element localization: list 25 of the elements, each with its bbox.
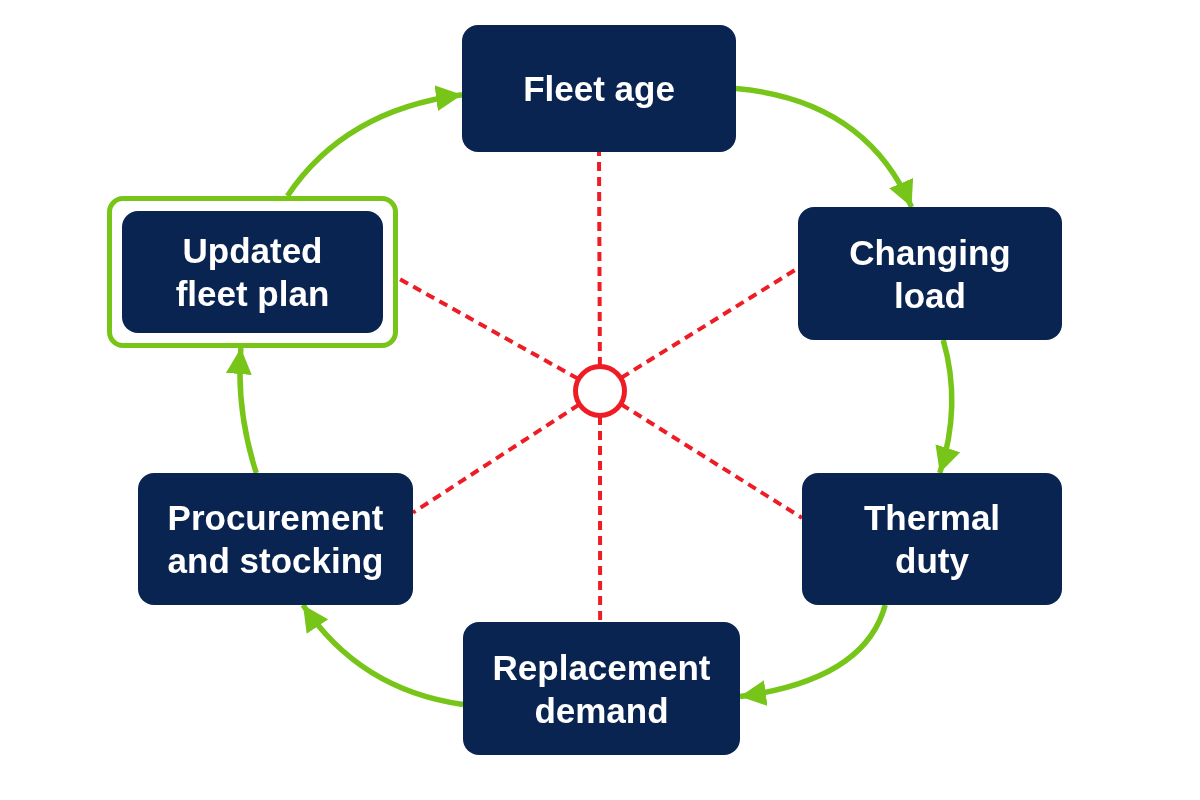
arrow [285, 86, 463, 198]
box-label: Procurement and stocking [166, 497, 385, 582]
box-label: Replacement demand [491, 646, 712, 732]
arrow [300, 603, 464, 708]
arrow [934, 339, 960, 474]
dashed-line [598, 416, 603, 622]
process-box [138, 473, 413, 605]
process-box [463, 622, 740, 755]
box-label: Fleet age [523, 68, 675, 110]
highlight-frame [107, 196, 398, 348]
box-label: Changing load [848, 231, 1012, 317]
dashed-line [597, 152, 602, 366]
process-box [798, 207, 1062, 340]
box-label: Updated fleet plan [174, 230, 331, 315]
dashed-line [411, 402, 581, 515]
dashed-line [397, 276, 580, 381]
arrow [739, 604, 888, 706]
arrow [226, 347, 259, 474]
hub-circle [573, 364, 627, 418]
process-box [462, 25, 736, 152]
box-label: Thermal duty [862, 497, 1002, 582]
arrow [735, 85, 914, 209]
process-box [122, 211, 383, 333]
dashed-line [620, 402, 804, 520]
process-box [802, 473, 1062, 605]
